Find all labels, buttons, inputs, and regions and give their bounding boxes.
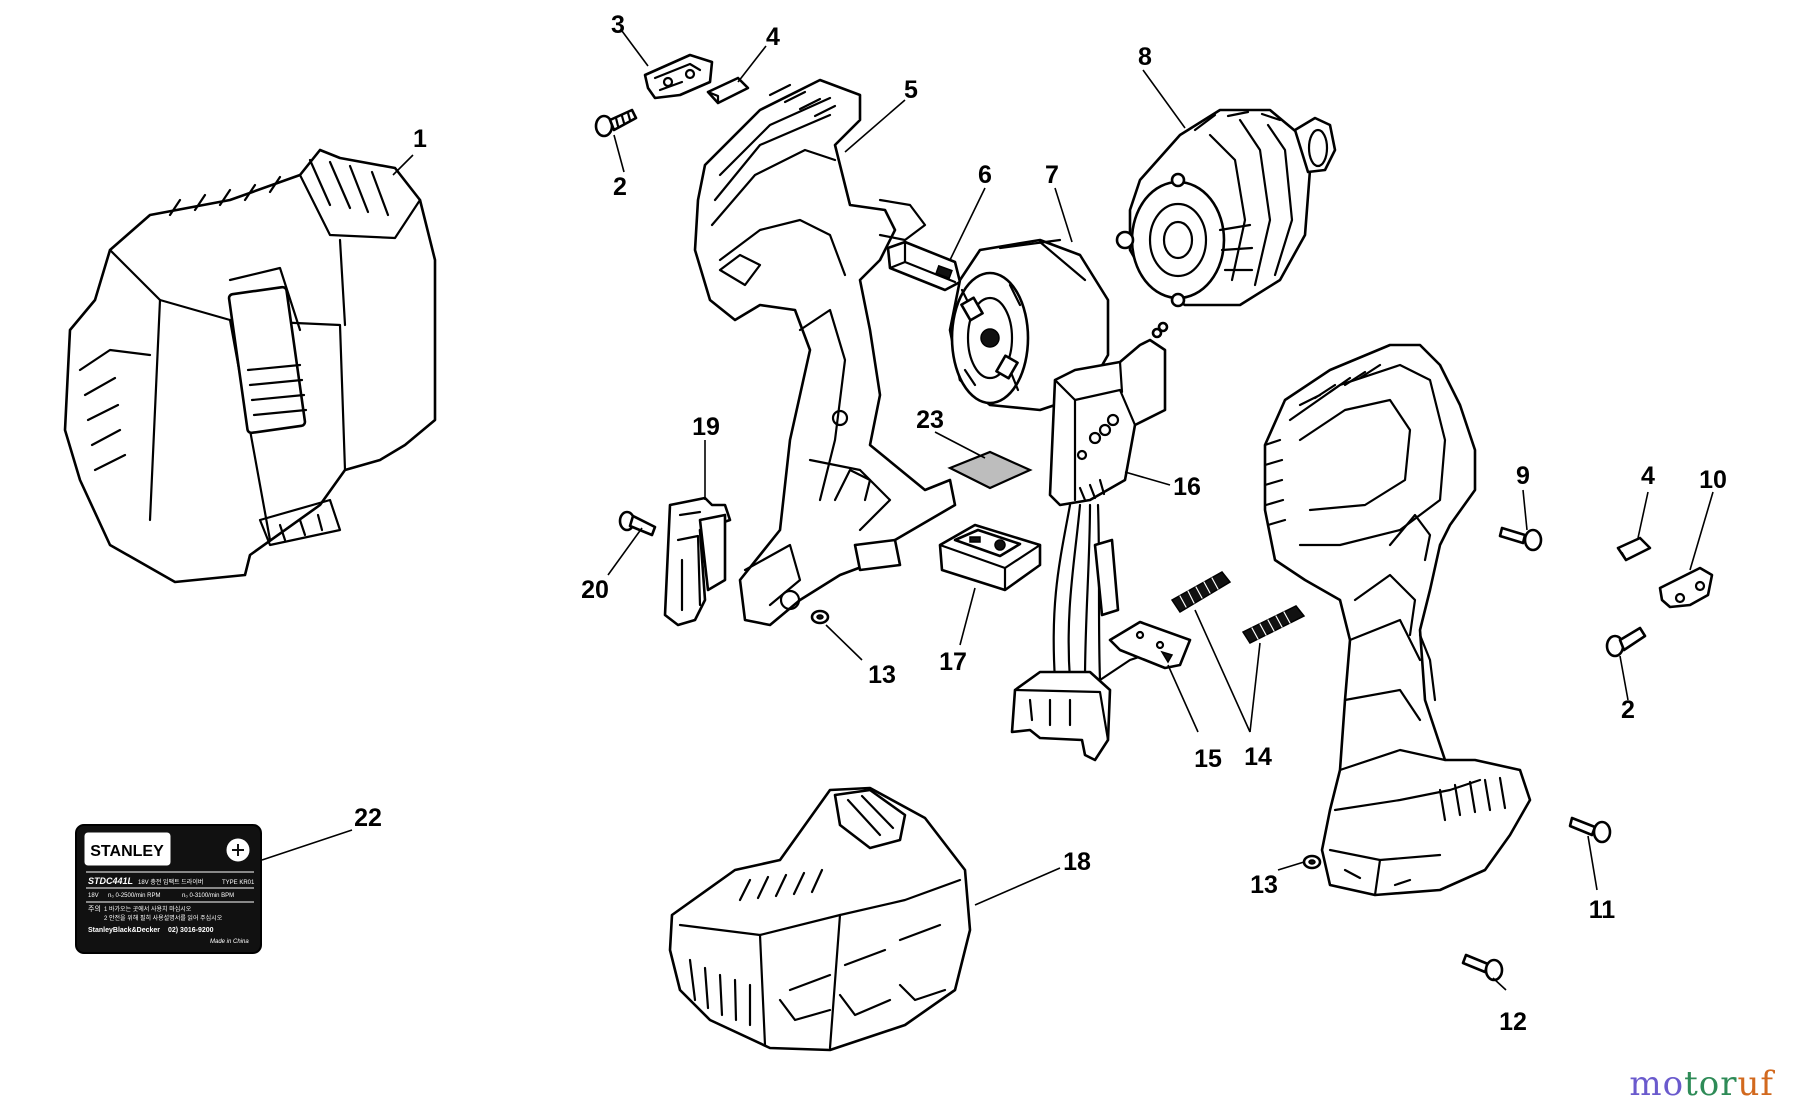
part-17-led-board <box>938 523 1042 592</box>
label-model: STDC441L <box>88 876 133 886</box>
part-18-battery <box>668 786 972 1052</box>
right-housing <box>1263 343 1532 897</box>
callout-12: 12 <box>1499 1008 1527 1036</box>
label-brand: STANLEY <box>90 843 164 860</box>
callout-2-right: 2 <box>1621 696 1635 724</box>
label-speed1: n₀ 0-2500/min RPM <box>108 893 161 899</box>
watermark-part-2: tor <box>1684 1064 1738 1104</box>
watermark-logo: motoruf <box>1629 1064 1774 1104</box>
callout-14: 14 <box>1244 743 1272 771</box>
part-5-left-housing <box>693 78 957 627</box>
part-16-wiring-terminal <box>1010 503 1162 762</box>
part-10-clip <box>1658 566 1714 609</box>
label-origin: Made in China <box>210 939 249 945</box>
callout-8: 8 <box>1138 43 1152 71</box>
label-note-1: 1 바가오는 곳에서 사용치 마십시오 <box>104 905 192 913</box>
callout-9: 9 <box>1516 462 1530 490</box>
part-13-washer-left <box>810 609 830 625</box>
label-speed2: n₀ 0-3100/min BPM <box>182 893 234 899</box>
callout-22: 22 <box>354 804 382 832</box>
callout-numbers: 1 2 3 4 5 6 7 8 9 10 11 12 13 13 14 15 1… <box>354 11 1727 1036</box>
part-6-sensor <box>886 240 962 292</box>
watermark-part-3: uf <box>1737 1064 1774 1104</box>
part-15-plate <box>1108 620 1192 670</box>
part-19-belt-clip <box>663 496 732 627</box>
label-note-2: 2 안전을 위해 필히 사용설명서를 읽어 주십시오 <box>104 914 223 922</box>
part-20-screw <box>618 510 657 537</box>
part-3-clip <box>643 53 714 100</box>
part-8-impact-mechanism <box>1115 108 1337 308</box>
callout-15: 15 <box>1194 745 1222 773</box>
callout-4-top: 4 <box>766 23 780 51</box>
part-4-pad-top <box>706 76 750 105</box>
callout-4-right: 4 <box>1641 462 1655 490</box>
callout-5: 5 <box>904 76 918 104</box>
callout-16: 16 <box>1173 473 1201 501</box>
label-note-heading: 주의 <box>88 904 101 913</box>
callout-3: 3 <box>611 11 625 39</box>
callout-13-right: 13 <box>1250 871 1278 899</box>
callout-20: 20 <box>581 576 609 604</box>
callout-19: 19 <box>692 413 720 441</box>
part-11-screw <box>1568 816 1612 844</box>
part-9-screw <box>1498 526 1543 552</box>
callout-2-top: 2 <box>613 173 627 201</box>
callout-18: 18 <box>1063 848 1091 876</box>
part-2-screw-right <box>1605 626 1647 658</box>
label-phone: 02) 3016-9200 <box>168 927 214 934</box>
part-1-charger <box>63 148 437 584</box>
callout-6: 6 <box>978 161 992 189</box>
label-voltage: 18V <box>88 893 99 899</box>
part-16-switch <box>1048 321 1169 507</box>
label-company: StanleyBlack&Decker <box>88 927 160 934</box>
part-12-screw <box>1461 953 1504 982</box>
label-model-desc: 18V 충전 임팩트 드라이버 <box>138 878 203 886</box>
part-2-screw-top <box>594 108 638 138</box>
part-23-pad <box>947 450 1033 490</box>
part-22-rating-label: STANLEY STDC441L 18V 충전 임팩트 드라이버 TYPE KR… <box>75 824 262 954</box>
callout-13-left: 13 <box>868 661 896 689</box>
callout-7: 7 <box>1045 161 1059 189</box>
callout-23: 23 <box>916 406 944 434</box>
part-13-washer-right <box>1302 854 1322 870</box>
part-4-pad-right <box>1616 536 1652 562</box>
label-safety-icon <box>232 844 244 856</box>
callout-1: 1 <box>413 125 427 153</box>
callout-17: 17 <box>939 648 967 676</box>
callout-11: 11 <box>1589 896 1616 924</box>
callout-10: 10 <box>1699 466 1727 494</box>
leader-lines <box>261 30 1714 991</box>
watermark-part-1: mo <box>1629 1064 1685 1104</box>
label-type: TYPE KR01 <box>222 880 255 886</box>
part-14-springs <box>1170 571 1306 644</box>
